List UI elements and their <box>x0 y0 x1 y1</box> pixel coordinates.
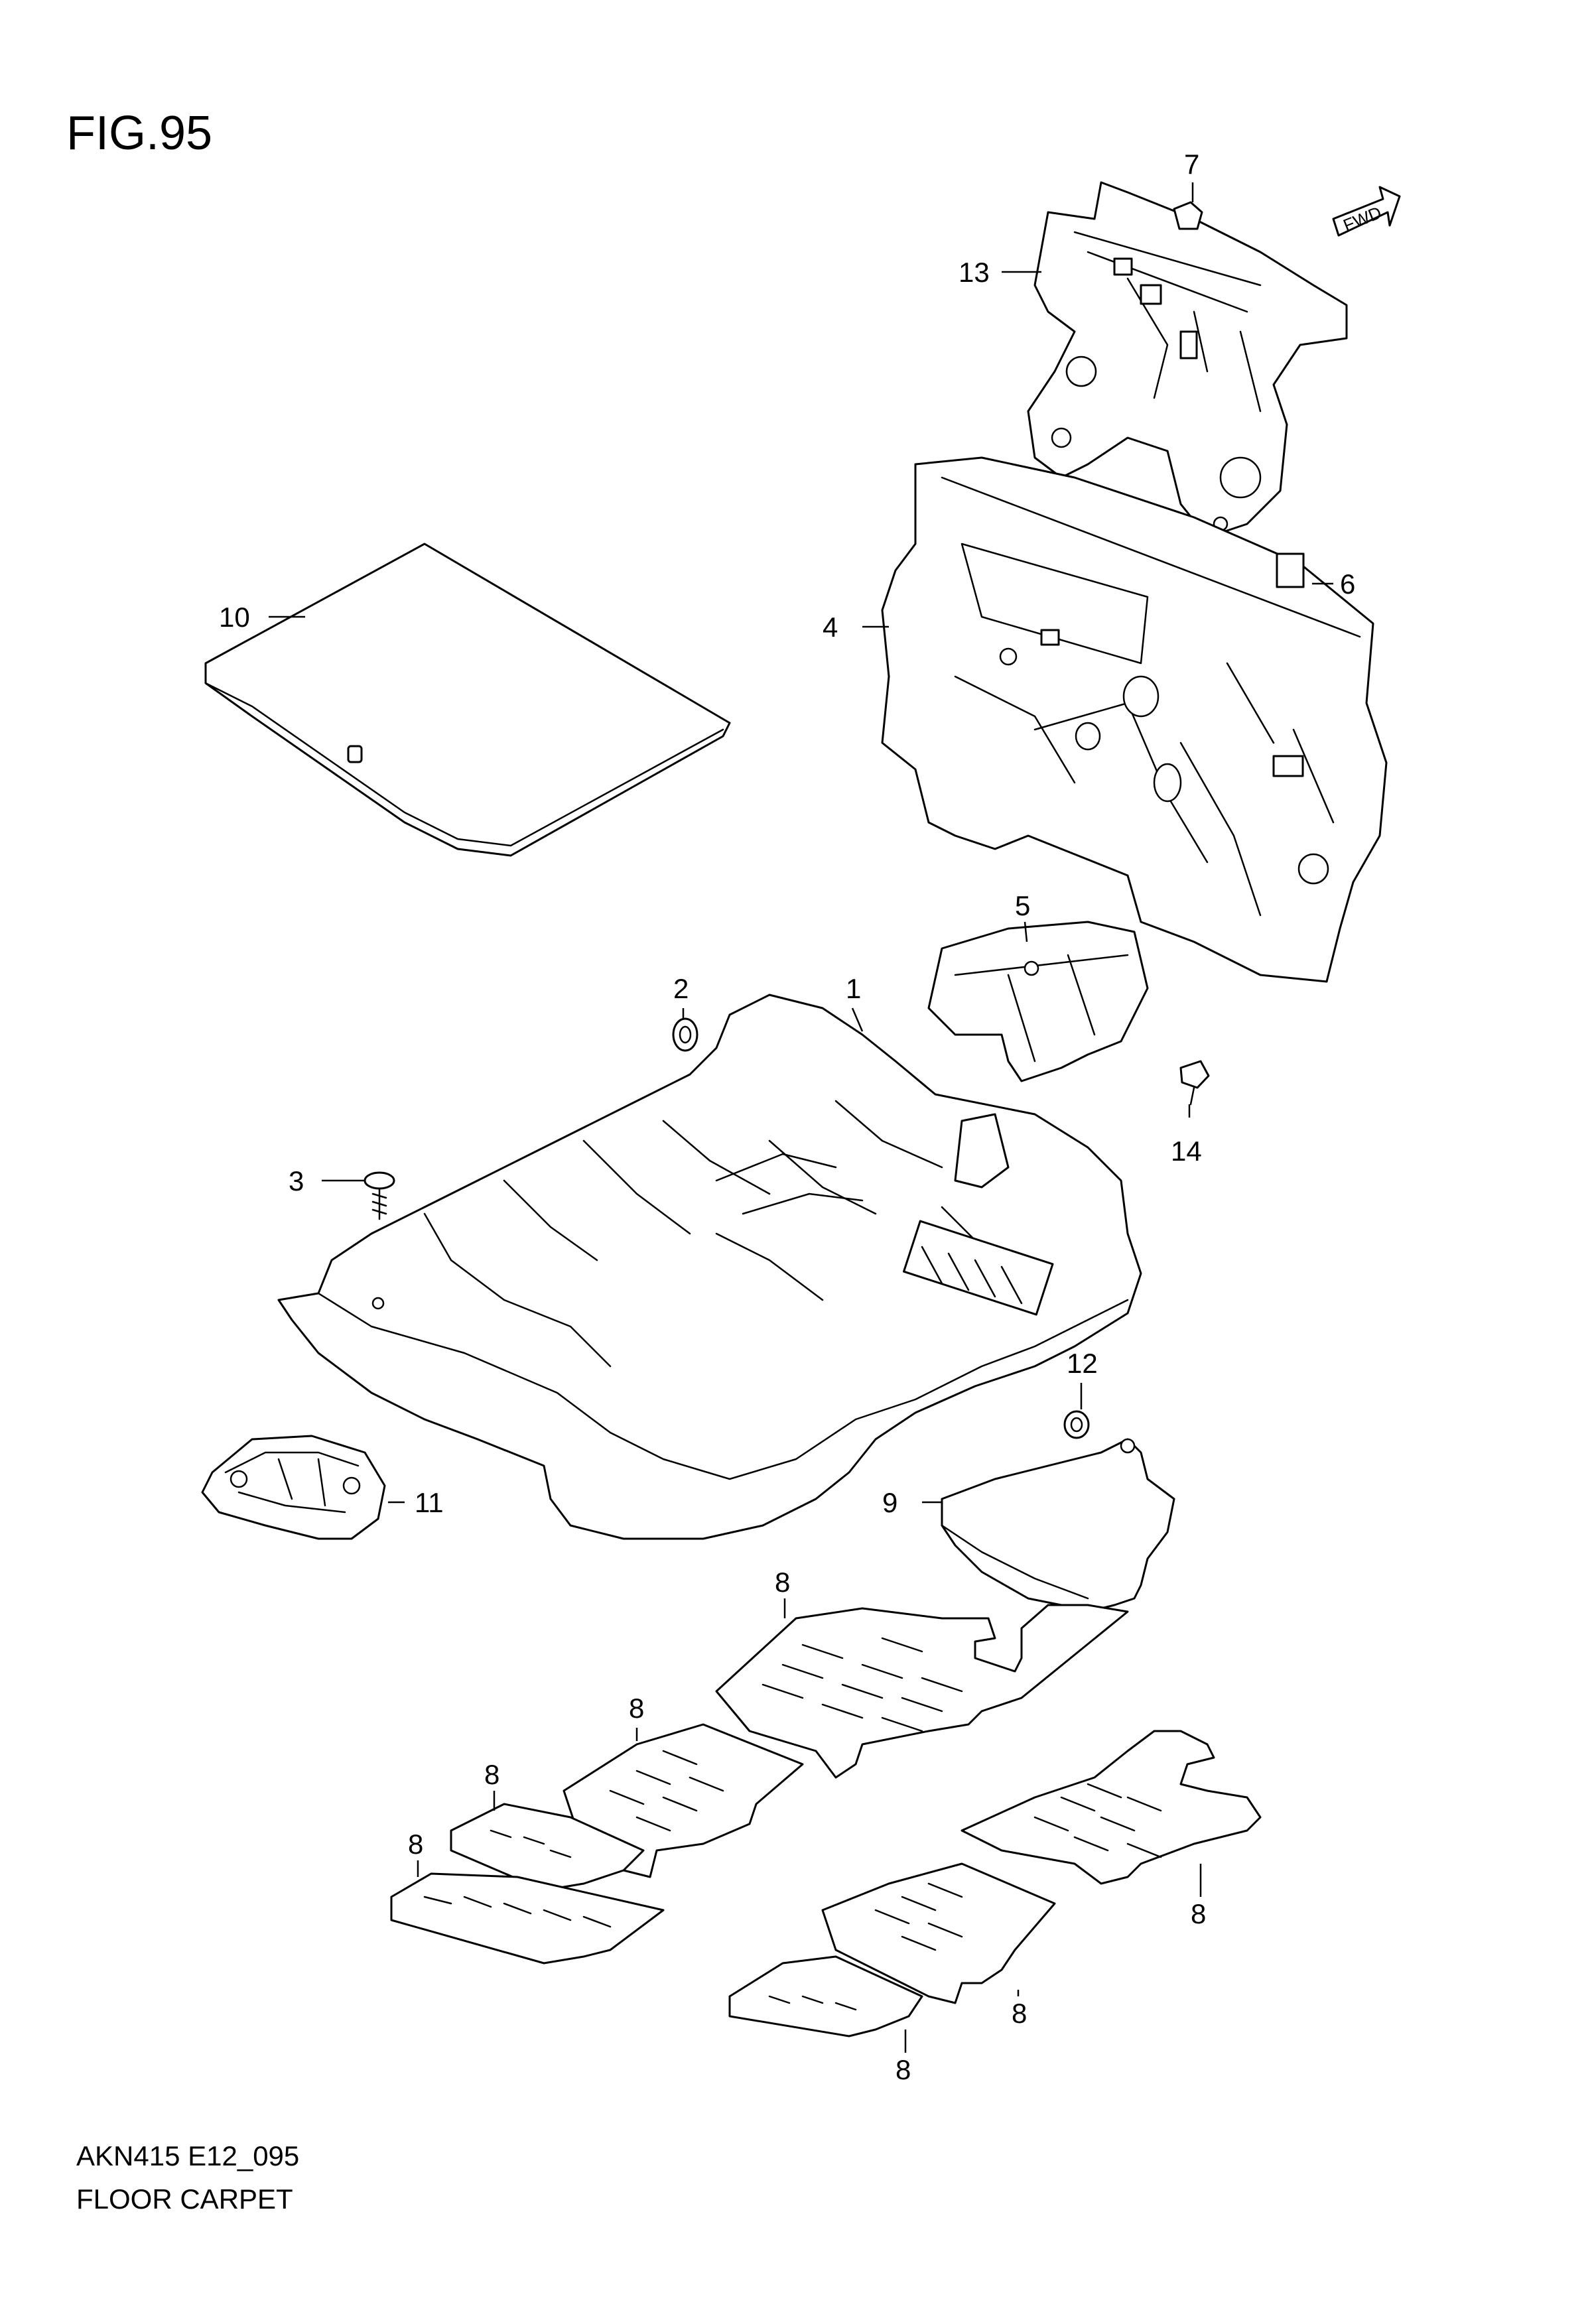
part-12-grommet[interactable] <box>1063 1410 1090 1439</box>
part-9-silencer[interactable] <box>941 1438 1175 1613</box>
figure-title: FIG.95 <box>66 107 212 160</box>
callout-1: 1 <box>846 973 861 1004</box>
part-1-floor-carpet[interactable] <box>277 994 1142 1540</box>
part-11-jack-holder[interactable] <box>201 1435 386 1540</box>
part-8-mat-rear-right[interactable] <box>821 1862 1056 2004</box>
callout-2: 2 <box>673 973 689 1004</box>
callout-8-g: 8 <box>896 2054 911 2085</box>
callout-8-d: 8 <box>408 1829 423 1860</box>
callout-11: 11 <box>415 1487 444 1518</box>
part-2-grommet[interactable] <box>672 1017 698 1052</box>
part-13-dash-silencer-upper[interactable] <box>1027 181 1348 539</box>
leader-lines <box>269 182 1333 2053</box>
callout-8-f: 8 <box>1012 1998 1027 2029</box>
callout-8-c: 8 <box>484 1759 499 1790</box>
part-10-luggage-board[interactable] <box>204 543 731 857</box>
part-6-pad[interactable] <box>1276 552 1305 588</box>
callout-7: 7 <box>1184 149 1199 180</box>
callout-6: 6 <box>1340 568 1355 600</box>
callouts: 1 2 3 4 5 6 7 8 9 10 11 12 13 14 8 8 8 8… <box>219 149 1355 2085</box>
figure-name: FLOOR CARPET <box>76 2183 293 2215</box>
callout-12: 12 <box>1067 1348 1098 1379</box>
part-8-mat-front-right[interactable] <box>961 1730 1262 1885</box>
part-4-dash-silencer[interactable] <box>881 456 1388 983</box>
callout-4: 4 <box>823 612 838 643</box>
part-3-screw[interactable] <box>364 1171 395 1220</box>
part-7-clip[interactable] <box>1173 201 1203 230</box>
callout-5: 5 <box>1015 890 1030 921</box>
callout-8-b: 8 <box>629 1693 644 1724</box>
figure-code: AKN415 E12_095 <box>76 2140 299 2171</box>
callout-9: 9 <box>882 1487 897 1518</box>
callout-13: 13 <box>959 257 990 288</box>
callout-8-e: 8 <box>1191 1898 1206 1929</box>
part-8-mat-trunk-left[interactable] <box>390 1872 665 1965</box>
callout-10: 10 <box>219 602 250 633</box>
part-8-mat-third-right[interactable] <box>728 1955 923 2037</box>
part-8-mat-third-left[interactable] <box>450 1803 645 1892</box>
part-14-clip[interactable] <box>1179 1060 1210 1106</box>
callout-3: 3 <box>289 1165 304 1196</box>
callout-8-a: 8 <box>775 1567 790 1598</box>
fwd-arrow-icon: FWD <box>1332 186 1401 237</box>
part-5-tunnel-silencer[interactable] <box>927 921 1149 1082</box>
callout-14: 14 <box>1171 1135 1202 1167</box>
part-8-mat-front-left[interactable] <box>715 1604 1129 1779</box>
